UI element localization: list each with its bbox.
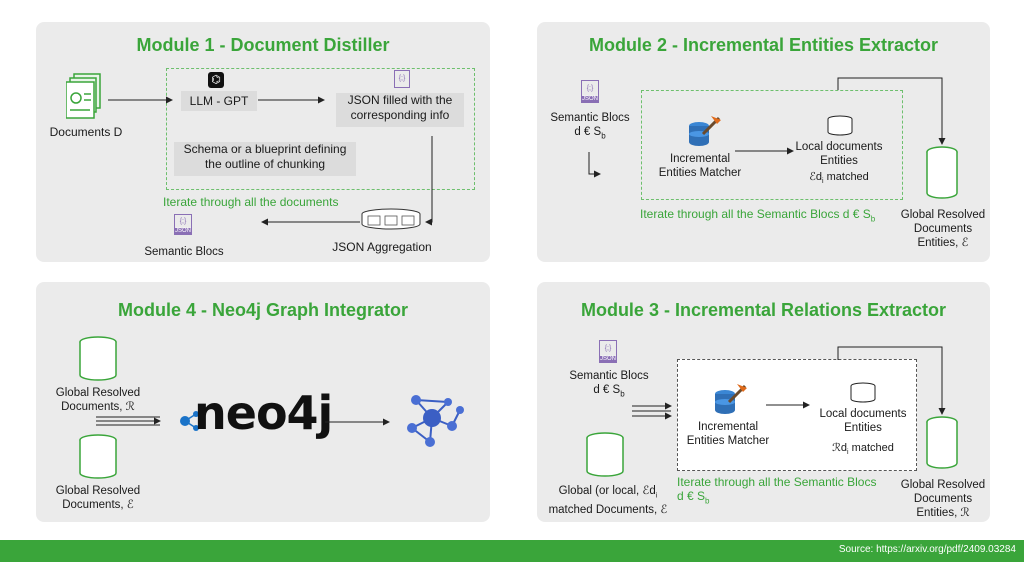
json-tag: JSON [174, 228, 192, 235]
semantic-blocs-label: Semantic Blocs [144, 246, 224, 258]
llm-gpt-box: LLM - GPT [181, 91, 257, 111]
matched-tail: matched [848, 442, 894, 454]
json-filled-label: JSON filled with the corresponding info [347, 93, 453, 122]
local-docs-cylinder-icon [850, 382, 876, 403]
matcher-icon [715, 384, 747, 414]
documents-label: Documents D [49, 125, 123, 139]
json-tag: JSON [581, 96, 599, 103]
json-glyph: {;} [581, 80, 599, 96]
matched-label: ℛdi matched [807, 441, 919, 460]
iterate-sub: b [870, 214, 876, 224]
schema-label: Schema or a blueprint defining the outli… [183, 142, 347, 171]
module2-panel: Module 2 - Incremental Entities Extracto… [537, 22, 990, 262]
iterate-semantic-blocs-label: Iterate through all the Semantic Blocs [677, 475, 877, 489]
openai-icon: ⌬ [208, 72, 224, 88]
matched-label: ℰdi matched [783, 170, 895, 189]
json-icon: {;} [394, 70, 412, 92]
d-in-text: d € S [574, 126, 602, 138]
global-left-line1: Global (or local, ℰdi [543, 484, 673, 503]
semantic-blocs-label: Semantic Blocs [550, 112, 630, 124]
iterate2-text: d € S [677, 489, 706, 503]
global-left-cylinder-icon [586, 432, 624, 477]
neo4j-node-icon [180, 411, 199, 431]
matcher-icon [689, 116, 721, 146]
semantic-blocs-json-icon: {;} JSON [581, 80, 599, 103]
llm-gpt-label: LLM - GPT [189, 94, 249, 108]
module4-panel: Module 4 - Neo4j Graph Integrator Global… [36, 282, 490, 522]
d-in-text: d € S [593, 384, 621, 396]
global-e-label: Global Resolved Documents, ℰ [55, 485, 141, 511]
module3-panel: Module 3 - Incremental Relations Extract… [537, 282, 990, 522]
iterate-documents-label: Iterate through all the documents [163, 195, 339, 209]
global-cylinder-icon [926, 146, 958, 199]
json-tag: JSON [599, 356, 617, 363]
semantic-blocs-json-icon: {;} JSON [174, 214, 192, 236]
global-r-label: Global Resolved Documents, ℛ [55, 387, 141, 413]
matched-sub: i [847, 449, 849, 457]
json-glyph: {;} [599, 340, 617, 356]
iterate-semantic-blocs-label: Iterate through all the Semantic Blocs d… [640, 207, 875, 223]
local-docs-label: Local documents Entities [795, 141, 883, 167]
module1-dashed-frame [166, 68, 475, 190]
semantic-blocs-json-icon: {;} JSON [599, 340, 617, 363]
matched-text: ℰd [809, 171, 822, 183]
d-in-sb-label: d € Sb [545, 125, 635, 143]
local-docs-cylinder-icon [827, 115, 853, 136]
matcher-label: Incremental Entities Matcher [658, 153, 742, 179]
global-left-text: Global (or local, ℰd [558, 485, 656, 497]
global-r-cylinder-icon [79, 336, 117, 381]
matched-sub: i [821, 178, 824, 186]
aggregation-icon [361, 208, 421, 230]
json-glyph: {;} [174, 214, 192, 228]
global-entities-label: Global Resolved Documents Entities, ℰ [900, 209, 986, 249]
local-docs-label: Local documents Entities [819, 408, 907, 434]
semantic-blocs-label: Semantic Blocs [569, 370, 649, 382]
global-left-line2: matched Documents, ℰ [548, 504, 668, 517]
global-relations-label: Global Resolved Documents Entities, ℛ [900, 479, 986, 519]
neo4j-logo: neo4j [194, 386, 333, 440]
iterate-text: Iterate through all the Semantic Blocs d… [640, 207, 871, 221]
module3-title: Module 3 - Incremental Relations Extract… [580, 300, 947, 320]
global-cylinder-icon [926, 416, 958, 469]
sub-b: b [620, 389, 625, 399]
schema-box: Schema or a blueprint defining the outli… [174, 142, 356, 176]
module4-title: Module 4 - Neo4j Graph Integrator [117, 300, 409, 320]
json-glyph: {;} [394, 70, 410, 88]
documents-icon [66, 73, 101, 119]
knowledge-graph-icon [407, 395, 464, 447]
module2-title: Module 2 - Incremental Entities Extracto… [588, 35, 939, 55]
matched-tail: matched [823, 171, 869, 183]
iterate-d-in-label: d € Sb [677, 489, 709, 505]
json-filled-box: JSON filled with the corresponding info [336, 93, 464, 127]
global-left-sub: i [655, 492, 658, 500]
sub-b: b [601, 131, 606, 141]
aggregation-label: JSON Aggregation [332, 240, 432, 254]
footer-bar: Source: https://arxiv.org/pdf/2409.03284 [0, 540, 1024, 562]
global-left-label: Global (or local, ℰdi matched Documents,… [543, 484, 673, 517]
module1-title: Module 1 - Document Distiller [136, 35, 390, 55]
iterate2-sub: b [705, 496, 710, 506]
matched-text: ℛd [832, 442, 848, 454]
source-label: Source: https://arxiv.org/pdf/2409.03284 [838, 544, 1016, 555]
matcher-label: Incremental Entities Matcher [686, 421, 770, 447]
module2-dashed-frame [641, 90, 903, 200]
global-e-cylinder-icon [79, 434, 117, 479]
module3-dashed-frame [677, 359, 917, 471]
d-in-sb-label: d € Sb [561, 383, 657, 401]
